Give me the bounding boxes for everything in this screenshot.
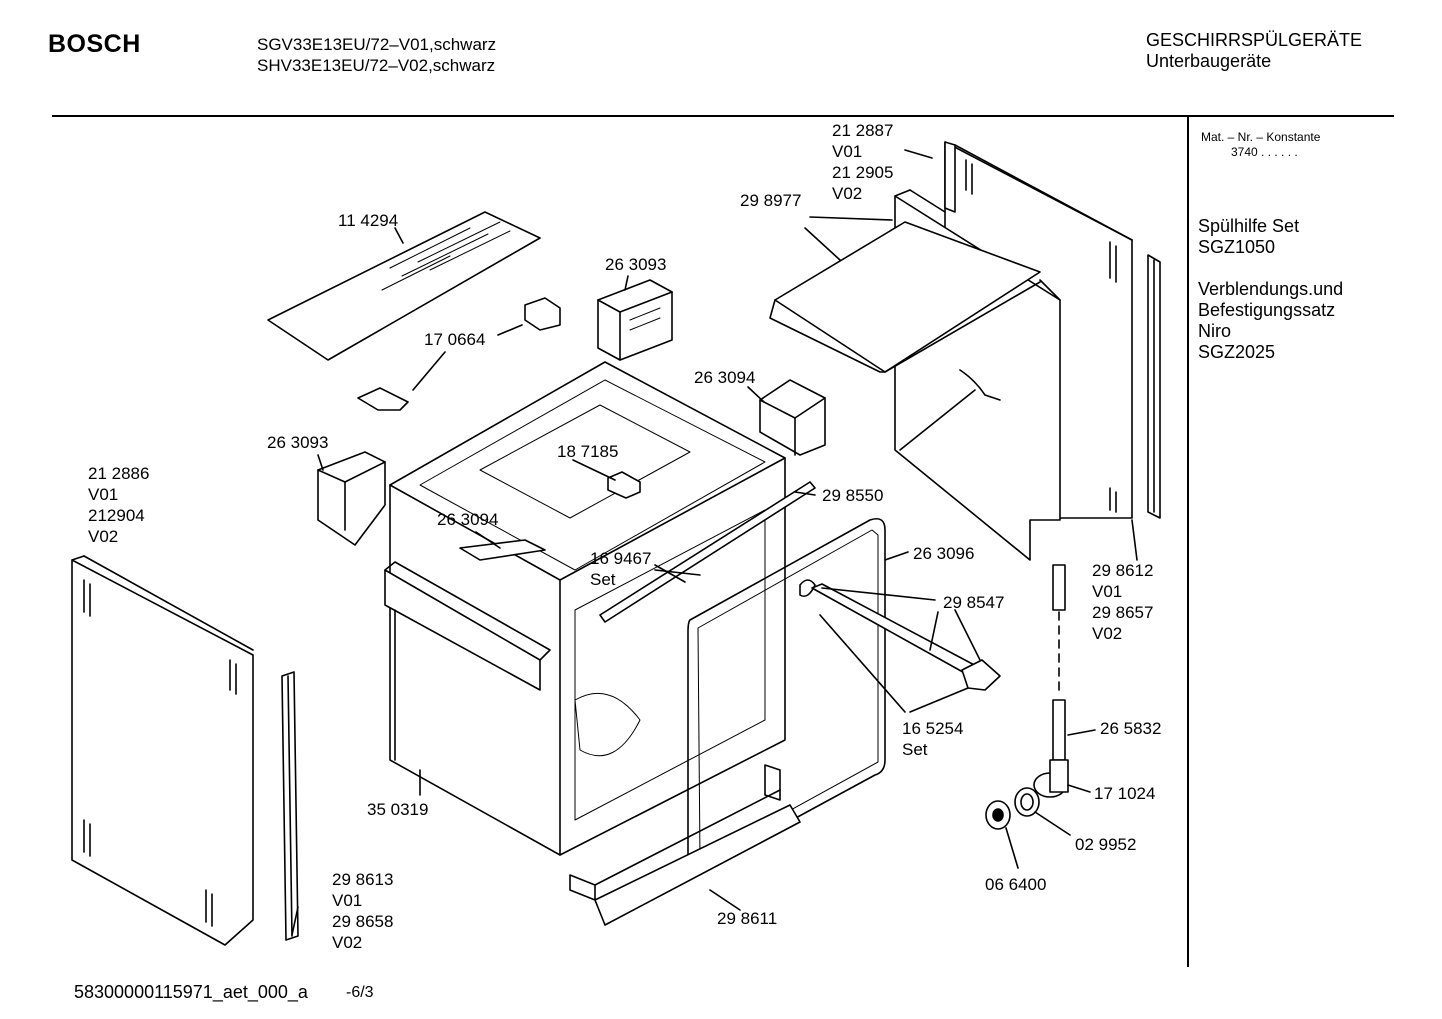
label-298613-line-2: V01: [332, 891, 363, 910]
top-cover-part: [769, 221, 1041, 451]
insulation-mat-part: [267, 211, 541, 361]
label-298613: 29 8613 V01 29 8658 V02: [332, 869, 393, 953]
accessory-sets: Spülhilfe Set SGZ1050 Verblendungs.und B…: [1198, 216, 1343, 363]
label-298612: 29 8612 V01 29 8657 V02: [1092, 560, 1153, 644]
spray-arm-part: [799, 579, 1001, 691]
label-212887-line-3: 21 2905: [832, 163, 894, 182]
clip-b-part: [357, 387, 409, 411]
label-350319: 35 0319: [367, 800, 429, 819]
label-169467: 16 9467 Set: [590, 548, 651, 590]
model-line-2: SHV33E13EU/72–V02,schwarz: [257, 56, 496, 75]
label-298613-line-3: 29 8658: [332, 912, 394, 931]
label-169467-line-2: Set: [590, 570, 616, 589]
right-trim-strip-part: [1147, 254, 1161, 519]
set1-line2: SGZ1050: [1198, 237, 1276, 257]
clip-a-part: [524, 297, 561, 331]
label-298612-line-4: V02: [1092, 624, 1123, 643]
label-298612-line-3: 29 8657: [1092, 603, 1154, 622]
ring-066400-part: [985, 800, 1011, 830]
label-265832: 26 5832: [1100, 719, 1162, 738]
bracket-top-part: [597, 279, 673, 361]
label-212886-line-2: V01: [88, 485, 119, 504]
label-298977: 29 8977: [740, 191, 802, 210]
label-212886: 21 2886 V01 212904 V02: [88, 463, 149, 547]
label-170664: 17 0664: [424, 330, 486, 349]
label-298612-line-2: V01: [1092, 582, 1123, 601]
set2-line3: Niro: [1198, 321, 1232, 341]
material-constant-value: 3740 . . . . . .: [1231, 145, 1298, 159]
set2-line2: Befestigungssatz: [1198, 300, 1336, 320]
material-constant-label: Mat. – Nr. – Konstante: [1201, 130, 1321, 144]
label-165254-line-2: Set: [902, 740, 928, 759]
label-263093-left: 26 3093: [267, 433, 329, 452]
label-187185: 18 7185: [557, 442, 619, 461]
label-171024: 17 1024: [1094, 784, 1156, 803]
ring-029952-part: [1014, 787, 1040, 817]
brand-logo: BOSCH: [48, 30, 141, 58]
category-line-2: Unterbaugeräte: [1146, 51, 1272, 71]
top-gasket-part: [599, 481, 816, 623]
set1-line1: Spülhilfe Set: [1198, 216, 1300, 236]
label-298611: 29 8611: [717, 909, 778, 928]
label-212886-line-1: 21 2886: [88, 464, 150, 483]
set2-line1: Verblendungs.und: [1198, 279, 1344, 299]
category-line-1: GESCHIRRSPÜLGERÄTE: [1146, 30, 1363, 50]
label-114294: 11 4294: [338, 211, 399, 230]
label-212886-line-4: V02: [88, 527, 119, 546]
label-212887: 21 2887 V01 21 2905 V02: [832, 120, 893, 204]
latch-part: [607, 471, 641, 499]
model-list: SGV33E13EU/72–V01,schwarz SHV33E13EU/72–…: [257, 34, 496, 76]
category-title: GESCHIRRSPÜLGERÄTE Unterbaugeräte: [1146, 30, 1362, 72]
header-rule: [52, 115, 1394, 117]
left-trim-strip-part: [281, 671, 299, 941]
left-side-panel-part: [71, 555, 254, 946]
bracket-left-part: [317, 451, 386, 546]
label-298613-line-1: 29 8613: [332, 870, 394, 889]
label-029952: 02 9952: [1075, 835, 1137, 854]
label-066400: 06 6400: [985, 875, 1047, 894]
label-212887-line-2: V01: [832, 142, 863, 161]
dishwasher-tub-part: [384, 361, 786, 856]
door-seal-part: [687, 517, 886, 873]
material-constant: Mat. – Nr. – Konstante 3740 . . . . . .: [1201, 130, 1320, 160]
label-165254-line-1: 16 5254: [902, 719, 964, 738]
label-263093-top: 26 3093: [605, 255, 667, 274]
label-263094-top: 26 3094: [694, 368, 756, 387]
cover-right-part: [759, 379, 826, 456]
label-165254: 16 5254 Set: [902, 718, 963, 760]
label-212887-line-1: 21 2887: [832, 121, 894, 140]
label-298613-line-4: V02: [332, 933, 363, 952]
label-169467-line-1: 16 9467: [590, 549, 652, 568]
leader-lines: [291, 149, 1138, 936]
label-263096: 26 3096: [913, 544, 975, 563]
label-298550: 29 8550: [822, 486, 884, 505]
document-id: 58300000115971_aet_000_a: [74, 982, 308, 1002]
label-263094-mid: 26 3094: [437, 510, 499, 529]
model-line-1: SGV33E13EU/72–V01,schwarz: [257, 35, 497, 54]
fitting-part: [1033, 759, 1069, 798]
hose-coupling-part: [1052, 564, 1066, 761]
label-212887-line-4: V02: [832, 184, 863, 203]
plinth-strip-part: [569, 764, 801, 926]
label-298547: 29 8547: [943, 593, 1005, 612]
page-number: -6/3: [346, 984, 374, 1001]
sidebar-divider: [1187, 117, 1189, 967]
label-298612-line-1: 29 8612: [1092, 561, 1154, 580]
label-212886-line-3: 212904: [88, 506, 145, 525]
set2-line4: SGZ2025: [1198, 342, 1276, 362]
